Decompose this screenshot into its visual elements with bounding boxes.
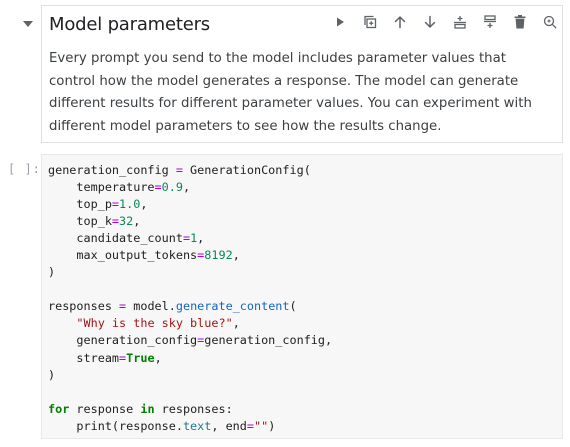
insert-cell-below-icon[interactable] [450,12,470,32]
code-token: = [119,299,127,314]
code-token: top_p [48,197,112,212]
code-token: 0.9 [161,180,183,195]
code-token: = [197,333,205,348]
move-cell-up-icon[interactable] [390,12,410,32]
code-token: , [232,316,240,331]
code-token: candidate_count [48,231,183,246]
section-heading: Model parameters [49,14,210,35]
code-token: response [69,401,141,416]
move-cell-down-icon[interactable] [420,12,440,32]
insert-cell-above-icon[interactable] [480,12,500,32]
code-token: 1.0 [119,197,141,212]
delete-cell-icon[interactable] [510,12,530,32]
cell-toolbar [330,12,560,32]
code-token: = [111,214,120,229]
code-line: responses = model.generate_content( [48,298,332,315]
code-token: for [48,401,70,416]
code-token: text [182,418,212,433]
duplicate-cell-icon[interactable] [360,12,380,32]
code-line: generation_config=generation_config, [48,332,332,349]
code-line: generation_config = GenerationConfig( [48,162,332,179]
code-token: generation_config [48,163,176,177]
code-line: candidate_count=1, [48,230,332,247]
code-token: responses: [154,401,233,416]
code-token: in [140,401,155,416]
code-token: generation_config [48,333,198,348]
code-token: responses [48,299,120,314]
code-token: = [197,248,205,263]
code-token: ) [48,265,56,280]
code-token: , [154,350,162,365]
code-token: , [197,231,205,246]
code-token: 32 [119,214,134,229]
code-token: = [154,180,162,195]
ai-assist-icon[interactable] [540,12,560,32]
code-token: "Why is the sky blue?" [76,316,233,331]
markdown-cell[interactable]: Model parameters [41,5,563,143]
code-line: stream=True, [48,350,332,367]
code-token: True [126,350,155,365]
code-token: print(response [48,418,176,433]
code-token: = [175,163,183,177]
code-token: GenerationConfig( [182,163,311,177]
code-token: ) [268,418,276,433]
execution-count: [ ]: [8,162,41,176]
code-token: ) [48,367,56,382]
code-token: model [126,299,169,314]
code-token: , end [211,418,247,433]
code-token: , [133,214,141,229]
code-line: top_p=1.0, [48,196,332,213]
code-line: print(response.text, end="") [48,418,332,435]
code-token: temperature [48,180,155,195]
code-token: , [140,197,148,212]
code-token: = [111,197,120,212]
code-token: max_output_tokens [48,248,198,263]
code-token: generation_config, [204,333,333,348]
code-line: for response in responses: [48,401,332,418]
code-line: ) [48,264,332,281]
code-token: , [232,248,240,263]
code-line: ) [48,367,332,384]
code-token: stream [48,350,120,365]
code-token: , [182,180,191,195]
code-token: top_k [48,214,112,229]
code-token: . [168,299,176,314]
code-line: max_output_tokens=8192, [48,247,332,264]
code-line: temperature=0.9, [48,179,332,196]
code-editor[interactable]: generation_config = GenerationConfig( te… [48,162,332,435]
code-token: = [246,418,254,433]
code-token: 8192 [204,248,233,263]
code-token: = [182,231,191,246]
code-token: . [175,418,183,433]
code-line: top_k=32, [48,213,332,230]
code-line: "Why is the sky blue?", [48,315,332,332]
collapse-section-icon[interactable] [21,17,35,31]
run-cell-icon[interactable] [330,12,350,32]
section-description: Every prompt you send to the model inclu… [49,51,532,134]
code-token: "" [254,418,269,433]
code-token [48,316,76,330]
code-line [48,281,332,298]
code-token: 1 [190,231,198,246]
code-line [48,384,332,401]
code-cell[interactable]: generation_config = GenerationConfig( te… [41,154,563,439]
code-token: ( [289,299,297,314]
code-token: = [119,350,127,365]
code-token: generate_content [175,299,290,314]
